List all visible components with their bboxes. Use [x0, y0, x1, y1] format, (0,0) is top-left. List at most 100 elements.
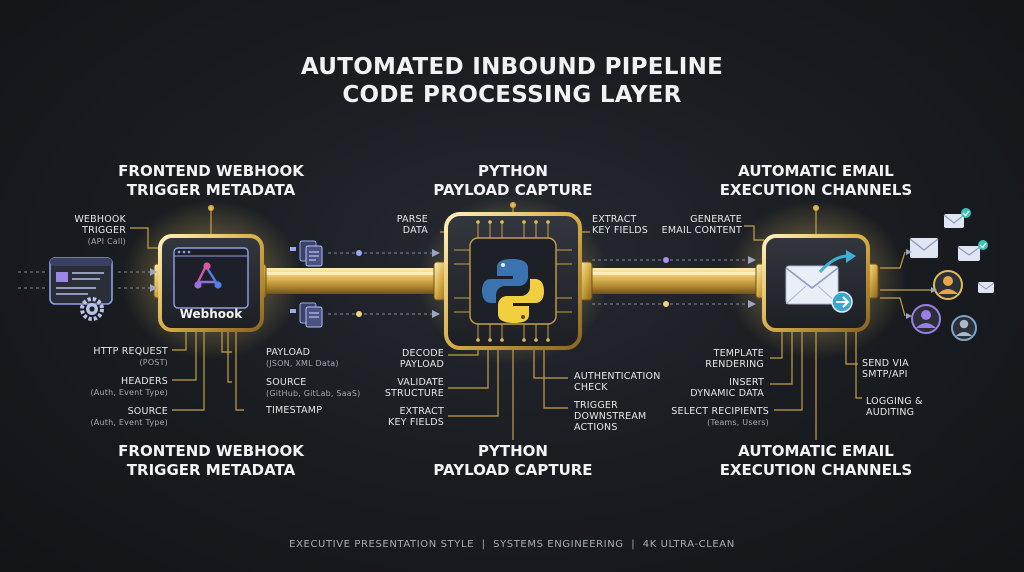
- email-traces: [744, 204, 935, 440]
- webhook-heading-top: FRONTEND WEBHOOK TRIGGER METADATA: [100, 162, 322, 200]
- python-traces: [440, 201, 590, 440]
- webhook-left-label-2-line-1: HTTP REQUEST: [93, 346, 168, 357]
- webhook-heading-bottom: FRONTEND WEBHOOK TRIGGER METADATA: [100, 442, 322, 480]
- python-top-left-label: PARSE DATA: [397, 214, 428, 236]
- python-heading-top-line-1: PYTHON: [478, 162, 548, 180]
- page-title-line-2: CODE PROCESSING LAYER: [342, 82, 682, 108]
- webhook-logo-icon: [194, 262, 222, 289]
- gear-icon: [80, 297, 104, 321]
- python-left-label-3: EXTRACT KEY FIELDS: [388, 406, 444, 428]
- send-arrow-icon: [818, 250, 856, 273]
- webhook-right-label-2: SOURCE (GitHub, GitLab, SaaS): [266, 377, 361, 399]
- gold-pipe-2: [575, 268, 770, 294]
- document-icons: [290, 240, 323, 328]
- webhook-left-label-2-sub: (POST): [139, 358, 168, 367]
- small-arrows-right: [906, 249, 937, 319]
- user-avatar-icon-1: [933, 270, 963, 300]
- python-left-label-3-line-2: KEY FIELDS: [388, 417, 444, 428]
- webhook-card-label: Webhook: [179, 307, 243, 321]
- email-top-left-label: GENERATE EMAIL CONTENT: [662, 214, 742, 236]
- python-heading-bottom-line-2: PAYLOAD CAPTURE: [433, 461, 593, 479]
- python-left-label-1-line-1: DECODE: [402, 348, 444, 359]
- python-left-label-1: DECODE PAYLOAD: [400, 348, 444, 370]
- email-left-label-1-line-2: RENDERING: [705, 359, 764, 370]
- source-monitor-icon: [49, 257, 113, 305]
- python-heading-top: PYTHON PAYLOAD CAPTURE: [402, 162, 624, 200]
- python-left-label-1-line-2: PAYLOAD: [399, 359, 444, 370]
- email-heading-bottom-line-2: EXECUTION CHANNELS: [719, 461, 913, 479]
- python-right-label-1-line-2: CHECK: [574, 382, 608, 393]
- webhook-left-label-1: WEBHOOK TRIGGER (API Call): [74, 214, 126, 247]
- python-right-label-2-line-1: TRIGGER: [574, 400, 618, 411]
- email-heading-bottom-line-1: AUTOMATIC EMAIL: [738, 442, 894, 460]
- webhook-left-label-2: HTTP REQUEST (POST): [93, 346, 168, 368]
- email-left-label-2: INSERT DYNAMIC DATA: [690, 377, 764, 399]
- email-heading-top: AUTOMATIC EMAIL EXECUTION CHANNELS: [705, 162, 927, 200]
- email-left-label-1-line-1: TEMPLATE: [713, 348, 764, 359]
- email-left-label-2-line-1: INSERT: [729, 377, 764, 388]
- python-logo-icon: [482, 259, 544, 323]
- email-left-label-1: TEMPLATE RENDERING: [705, 348, 764, 370]
- flow-nodes: [356, 250, 669, 317]
- python-top-left-line-2: DATA: [402, 225, 428, 236]
- webhook-right-label-1-line-1: PAYLOAD: [266, 347, 311, 358]
- python-right-label-2-line-2: DOWNSTREAM: [574, 411, 647, 422]
- webhook-left-label-4-line-1: SOURCE: [127, 406, 168, 417]
- mail-check-icon-1: [943, 208, 971, 228]
- email-right-label-1-line-2: SMTP/API: [862, 369, 908, 380]
- webhook-heading-bottom-line-2: TRIGGER METADATA: [126, 461, 296, 479]
- data-flow-lines: [18, 252, 748, 315]
- webhook-left-label-1-line-1: WEBHOOK: [74, 214, 126, 225]
- email-right-label-1-line-1: SEND VIA: [862, 358, 909, 369]
- email-heading-top-line-1: AUTOMATIC EMAIL: [738, 162, 894, 180]
- user-avatar-icon-3: [951, 315, 977, 341]
- email-top-left-line-1: GENERATE: [690, 214, 742, 225]
- email-left-label-3-sub: (Teams, Users): [707, 418, 769, 427]
- gold-pipe-1: [255, 268, 450, 294]
- webhook-heading-top-line-1: FRONTEND WEBHOOK: [118, 162, 304, 180]
- webhook-right-label-2-line-1: SOURCE: [266, 377, 307, 388]
- email-right-label-2-line-2: AUDITING: [866, 407, 915, 418]
- mail-check-icon-2: [957, 240, 988, 261]
- email-left-label-3: SELECT RECIPIENTS (Teams, Users): [671, 406, 769, 428]
- python-right-label-1: AUTHENTICATION CHECK: [574, 371, 661, 393]
- webhook-left-label-4: SOURCE (Auth, Event Type): [90, 406, 168, 428]
- python-right-label-2-line-3: ACTIONS: [574, 422, 618, 433]
- webhook-left-label-4-sub: (Auth, Event Type): [90, 418, 168, 427]
- webhook-traces: [130, 204, 244, 411]
- webhook-left-label-1-sub: (API Call): [87, 237, 126, 246]
- python-left-label-2: VALIDATE STRUCTURE: [385, 377, 444, 399]
- email-heading-bottom: AUTOMATIC EMAIL EXECUTION CHANNELS: [705, 442, 927, 480]
- python-right-label-1-line-1: AUTHENTICATION: [574, 371, 661, 382]
- envelope-icon: [785, 265, 839, 305]
- webhook-heading-top-line-2: TRIGGER METADATA: [126, 181, 296, 199]
- email-right-label-2: LOGGING & AUDITING: [866, 396, 923, 418]
- mail-icon-large: [909, 238, 939, 258]
- email-left-label-3-line-1: SELECT RECIPIENTS: [671, 406, 769, 417]
- email-right-label-2-line-1: LOGGING &: [866, 396, 923, 407]
- arrow-heads: [150, 249, 756, 318]
- python-heading-top-line-2: PAYLOAD CAPTURE: [433, 181, 593, 199]
- python-top-right-line-1: EXTRACT: [592, 214, 637, 225]
- python-right-label-2: TRIGGER DOWNSTREAM ACTIONS: [574, 400, 646, 433]
- webhook-right-label-1-sub: (JSON, XML Data): [266, 359, 339, 368]
- mail-small-icon: [977, 282, 995, 293]
- python-top-right-label: EXTRACT KEY FIELDS: [592, 214, 648, 236]
- python-heading-bottom: PYTHON PAYLOAD CAPTURE: [402, 442, 624, 480]
- python-left-label-2-line-1: VALIDATE: [397, 377, 444, 388]
- webhook-right-label-3: TIMESTAMP: [266, 405, 322, 416]
- webhook-left-label-3-sub: (Auth, Event Type): [90, 388, 168, 397]
- webhook-left-label-3: HEADERS (Auth, Event Type): [90, 376, 168, 398]
- page-title-line-1: AUTOMATED INBOUND PIPELINE: [300, 54, 724, 80]
- webhook-right-label-1: PAYLOAD (JSON, XML Data): [266, 347, 339, 369]
- email-top-left-line-2: EMAIL CONTENT: [661, 225, 742, 236]
- user-avatar-icon-2: [911, 304, 941, 334]
- email-left-label-2-line-2: DYNAMIC DATA: [690, 388, 764, 399]
- webhook-right-label-2-sub: (GitHub, GitLab, SaaS): [266, 389, 361, 398]
- forward-circle-icon: [831, 291, 853, 313]
- footer-caption: EXECUTIVE PRESENTATION STYLE | SYSTEMS E…: [289, 539, 735, 550]
- python-left-label-3-line-1: EXTRACT: [399, 406, 444, 417]
- python-top-left-line-1: PARSE: [396, 214, 428, 225]
